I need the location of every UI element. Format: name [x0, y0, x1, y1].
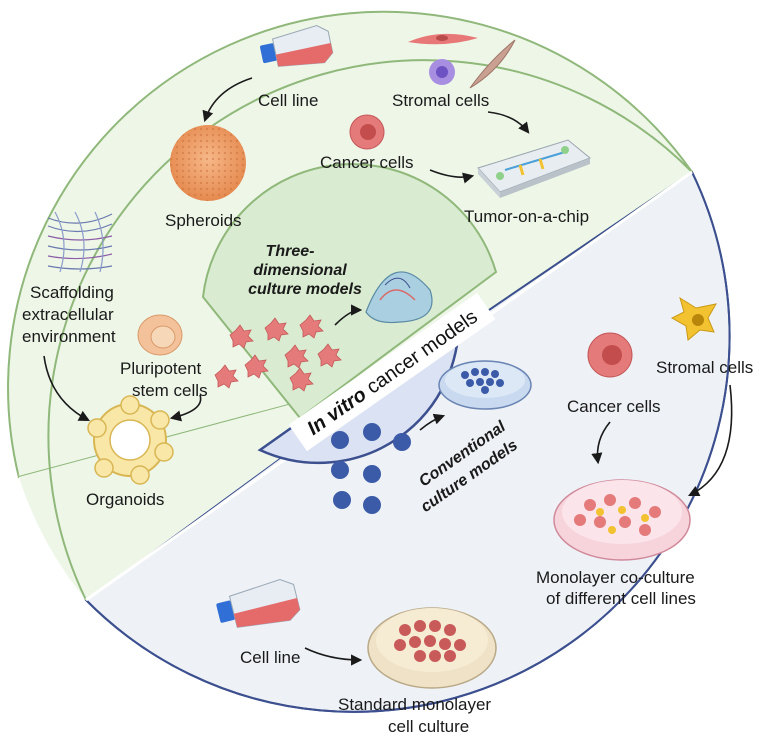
conv-blue-cells-icon — [331, 423, 411, 514]
organoids-label: Organoids — [86, 490, 164, 509]
organoid-icon — [87, 395, 174, 485]
flask-icon-top — [260, 24, 334, 67]
conv-cell-line-label: Cell line — [240, 648, 300, 667]
scaffold-label-2: extracellular — [22, 305, 114, 324]
spheroid-icon — [170, 125, 246, 201]
cancer-cell-icon-conv — [587, 332, 633, 378]
conv-cancer-label: Cancer cells — [567, 397, 661, 416]
conv-dish-icon — [438, 360, 532, 410]
stromal-cell-icon-conv — [670, 296, 717, 341]
hydrogel-dome-icon — [365, 271, 433, 324]
standard-label-1: Standard monolayer — [338, 695, 491, 714]
three-d-cells-icon — [214, 314, 342, 392]
coculture-dish-icon — [553, 479, 691, 561]
standard-dish-icon — [367, 607, 497, 689]
cancer-cell-icon-top — [349, 114, 385, 150]
stem-label-2: stem cells — [132, 381, 208, 400]
three-d-title-1: Three- — [266, 243, 315, 260]
tumor-chip-icon — [477, 139, 591, 198]
spheroids-label: Spheroids — [165, 211, 242, 230]
three-d-cell-line-label: Cell line — [258, 91, 318, 110]
flask-icon-bottom — [216, 579, 301, 628]
stem-label-1: Pluripotent — [120, 359, 202, 378]
scaffold-label-3: environment — [22, 327, 116, 346]
stem-cell-icon — [137, 314, 183, 356]
standard-label-2: cell culture — [388, 717, 469, 736]
coculture-label-1: Monolayer co-culture — [536, 568, 695, 587]
scaffold-label-1: Scaffolding — [30, 283, 114, 302]
three-d-stromal-label: Stromal cells — [392, 91, 489, 110]
three-d-title-2: dimensional — [253, 262, 347, 279]
chip-label: Tumor-on-a-chip — [464, 207, 589, 226]
three-d-inner-panel — [201, 163, 498, 420]
three-d-title-3: culture models — [248, 281, 362, 298]
scaffold-icon — [47, 211, 113, 273]
stromal-cells-icon-top — [408, 33, 516, 89]
coculture-label-2: of different cell lines — [546, 589, 696, 608]
three-d-cancer-label: Cancer cells — [320, 153, 414, 172]
conv-stromal-label: Stromal cells — [656, 358, 753, 377]
